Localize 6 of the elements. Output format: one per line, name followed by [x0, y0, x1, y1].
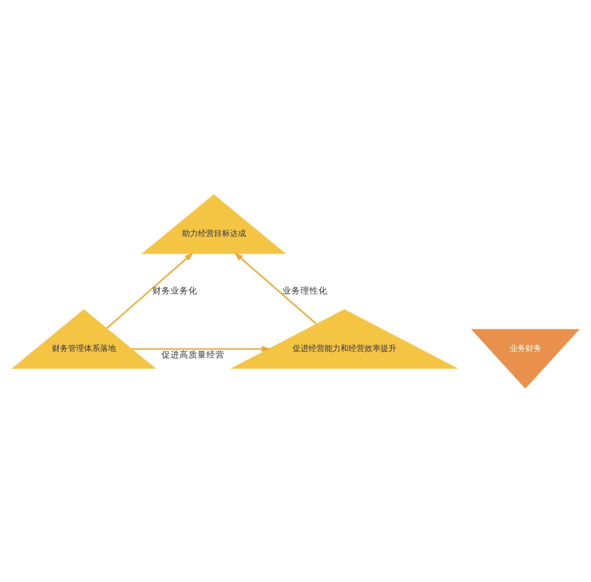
arrow: [106, 252, 194, 328]
edge-label: 业务理性化: [282, 286, 328, 296]
arrow: [132, 345, 270, 352]
edge-label: 财务业务化: [152, 286, 198, 296]
arrow: [234, 252, 317, 324]
edge-label: 促进高质量经营: [162, 350, 225, 360]
